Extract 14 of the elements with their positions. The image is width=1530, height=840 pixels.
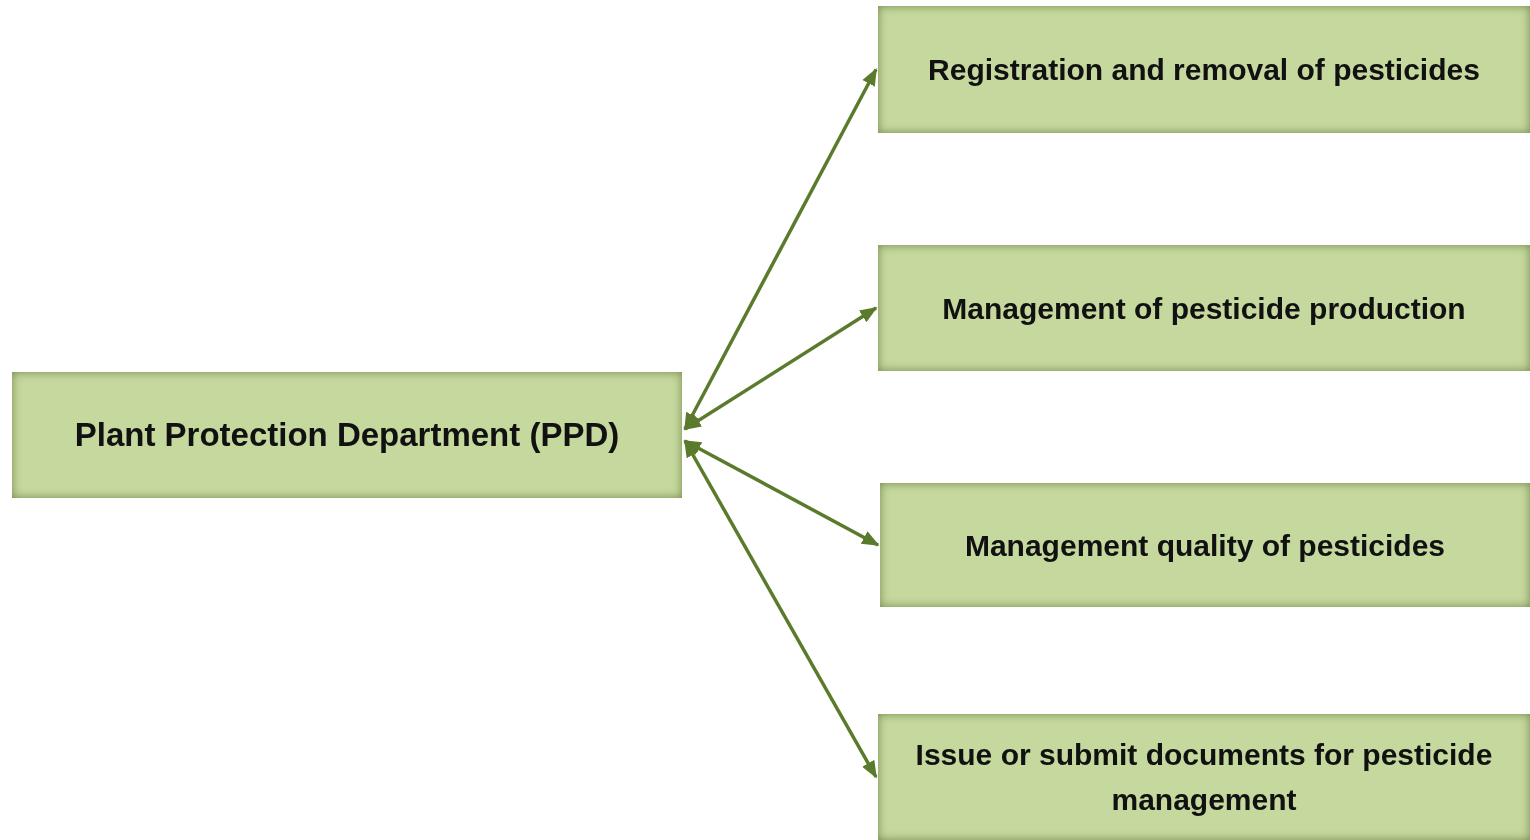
process-box bbox=[878, 714, 1530, 840]
arrow bbox=[683, 439, 880, 547]
box-label: Registration and removal of pesticides bbox=[928, 52, 1480, 88]
box-label: Plant Protection Department (PPD) bbox=[74, 415, 620, 456]
process-box bbox=[878, 245, 1530, 371]
arrow bbox=[683, 306, 878, 431]
box-label: Management quality of pesticides bbox=[964, 527, 1446, 564]
arrow bbox=[683, 67, 878, 431]
process-box bbox=[878, 6, 1530, 133]
process-box bbox=[880, 483, 1530, 607]
process-box bbox=[12, 372, 682, 498]
box-label: Management of pesticide production bbox=[942, 290, 1466, 327]
arrow bbox=[683, 439, 878, 779]
box-label: Issue or submit documents for pesticide management bbox=[914, 737, 1494, 818]
